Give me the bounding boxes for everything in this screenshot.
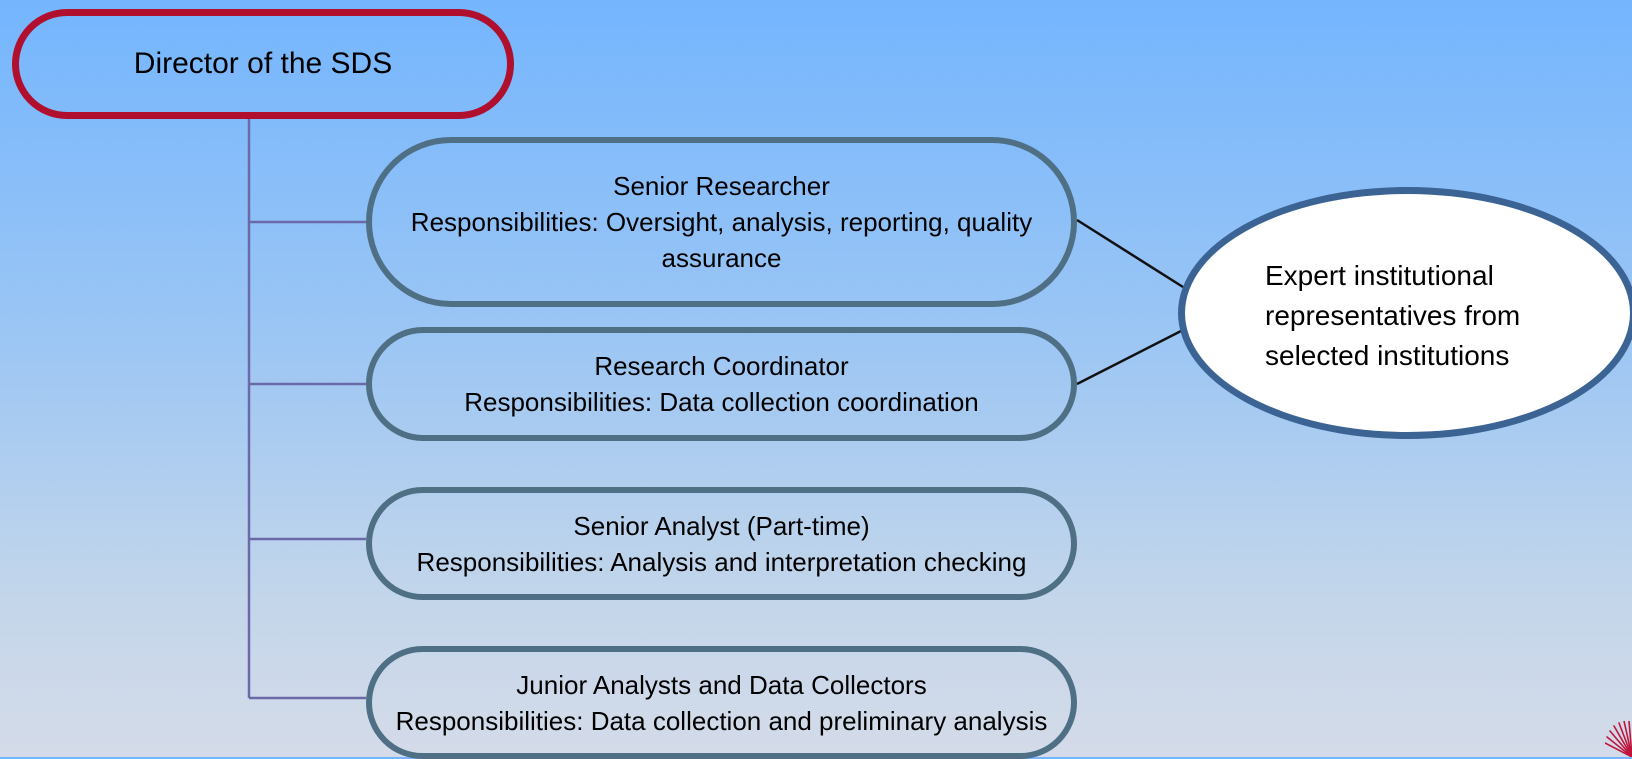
expert-representatives-node: Expert institutional representatives fro… <box>1178 187 1632 439</box>
expert-link-senior-researcher <box>1076 218 1184 289</box>
role-node-research-coordinator: Research Coordinator Responsibilities: D… <box>366 327 1077 441</box>
director-node: Director of the SDS <box>12 9 514 119</box>
role-title: Senior Researcher <box>613 171 830 201</box>
expert-link-research-coordinator <box>1076 328 1184 386</box>
role-title: Senior Analyst (Part-time) <box>573 510 870 541</box>
role-responsibilities: Responsibilities: Data collection and pr… <box>395 705 1048 736</box>
expert-label: Expert institutional representatives fro… <box>1265 260 1521 371</box>
role-node-senior-analyst: Senior Analyst (Part-time) Responsibilit… <box>366 487 1077 600</box>
role-responsibilities: Responsibilities: Analysis and interpret… <box>416 546 1027 577</box>
role-title: Research Coordinator <box>594 351 849 381</box>
role-node-senior-researcher: Senior Researcher Responsibilities: Over… <box>366 137 1077 307</box>
role-responsibilities: Responsibilities: Oversight, analysis, r… <box>410 207 1033 273</box>
role-responsibilities: Responsibilities: Data collection coordi… <box>464 387 979 417</box>
director-label: Director of the SDS <box>133 47 393 80</box>
sunburst-logo-icon <box>1605 721 1632 757</box>
role-node-junior-analysts: Junior Analysts and Data Collectors Resp… <box>366 646 1077 759</box>
role-title: Junior Analysts and Data Collectors <box>516 669 927 700</box>
